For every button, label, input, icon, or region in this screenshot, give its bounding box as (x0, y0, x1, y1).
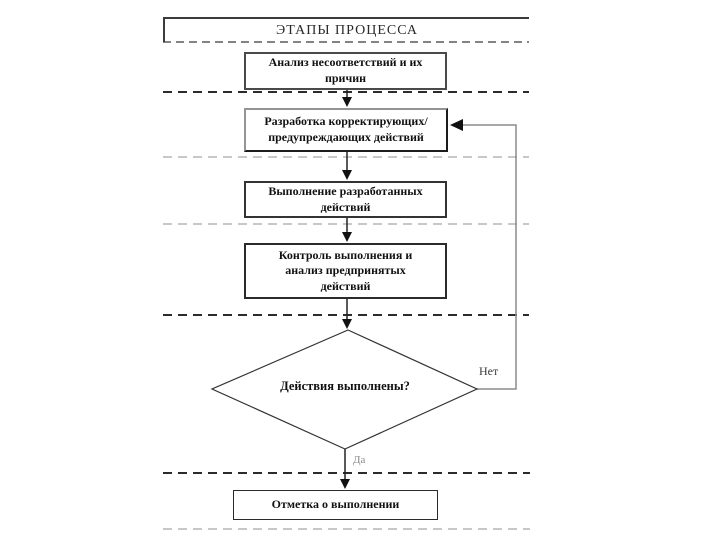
flow-arrow-5-head (340, 479, 350, 489)
feedback-no-line (463, 124, 517, 390)
edge-label-no: Нет (479, 364, 499, 378)
node-decision-label: Действия выполнены? (280, 379, 410, 393)
flow-arrow-1-head (342, 97, 352, 107)
diagram-title: ЭТАПЫ ПРОЦЕССА (276, 22, 418, 38)
flow-arrow-4-head (342, 319, 352, 329)
node-execute-label: Выполнение разработанных действий (268, 183, 423, 214)
diagram-title-box: ЭТАПЫ ПРОЦЕССА (163, 17, 529, 42)
edge-label-yes: Да (353, 454, 366, 466)
flow-arrow-3-head (342, 232, 352, 242)
node-develop-label: Разработка корректирующих/ предупреждающ… (264, 114, 428, 144)
node-execute: Выполнение разработанных действий (244, 181, 447, 218)
node-mark-label: Отметка о выполнении (271, 497, 400, 512)
feedback-arrowhead (450, 119, 463, 131)
node-analysis: Анализ несоответствий и их причин (244, 52, 447, 90)
node-mark: Отметка о выполнении (233, 490, 438, 520)
flow-arrow-2-head (342, 170, 352, 180)
decision-diamond-shape (210, 329, 479, 450)
node-develop: Разработка корректирующих/ предупреждающ… (244, 108, 448, 152)
node-analysis-label: Анализ несоответствий и их причин (268, 55, 423, 85)
node-control-label: Контроль выполнения и анализ предприняты… (278, 247, 413, 293)
node-control: Контроль выполнения и анализ предприняты… (244, 243, 447, 299)
